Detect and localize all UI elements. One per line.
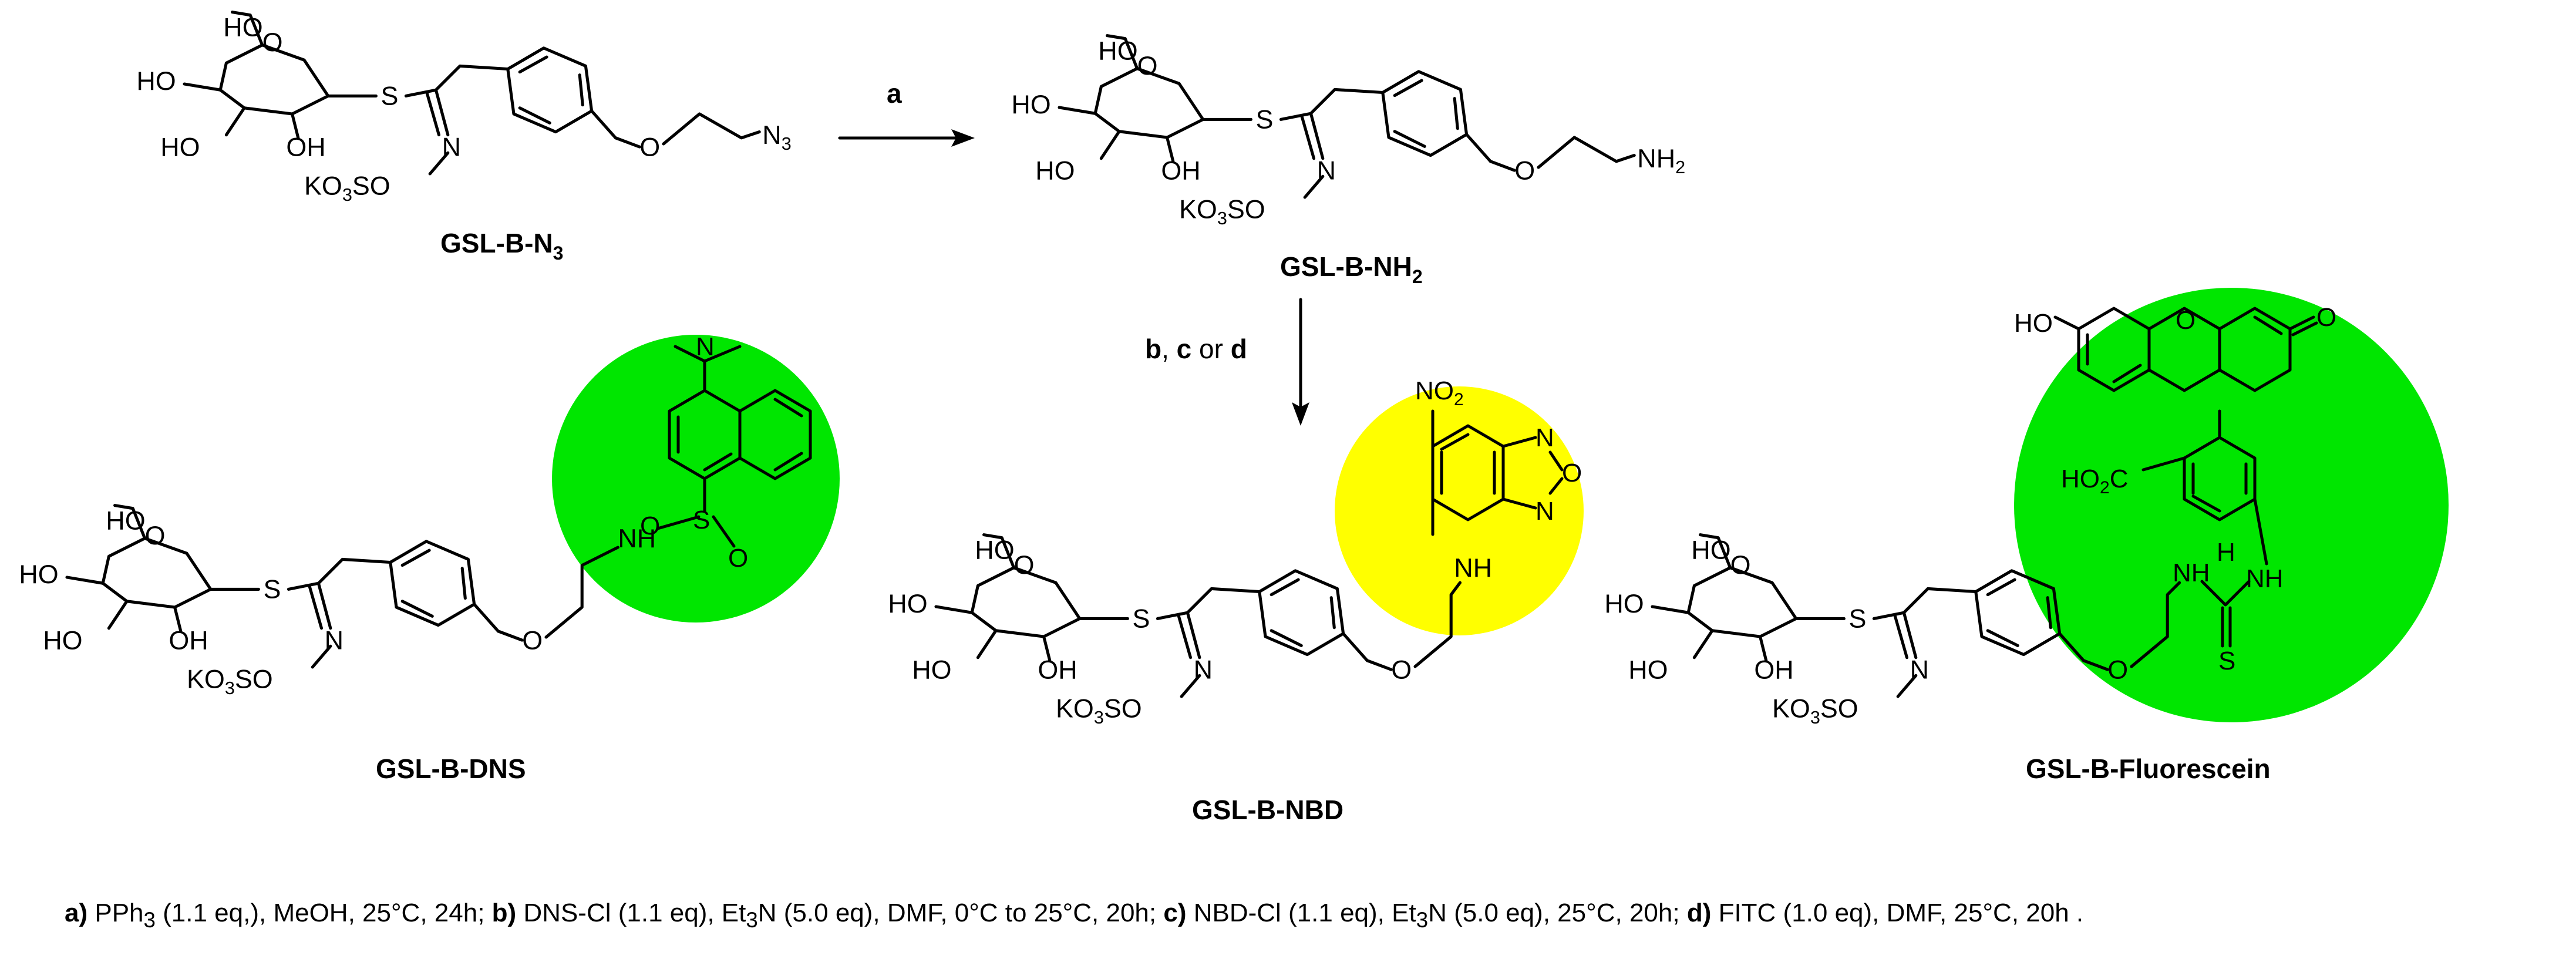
atom-o-ring: O: [1014, 550, 1035, 580]
atom-ko3so: KO3SO: [187, 664, 273, 698]
atom-ho-3: HO: [1035, 155, 1075, 185]
atom-ho-3: HO: [1628, 654, 1668, 684]
atom-o-ring: O: [1137, 51, 1158, 80]
label-gsl-b-dns: GSL-B-DNS: [376, 753, 526, 784]
atom-ho-1: HO: [975, 534, 1014, 564]
atom-n: N: [1317, 155, 1336, 185]
atom-no2: NO2: [1415, 376, 1464, 409]
atom-s: S: [264, 574, 281, 604]
atom-oh-1: OH: [169, 625, 208, 655]
atom-ko3so: KO3SO: [1179, 194, 1265, 228]
atom-s: S: [1256, 105, 1274, 134]
atom-ho-2: HO: [19, 559, 58, 589]
arrow-bcd-label: b, c or d: [1145, 334, 1247, 364]
compound-gsl-b-fluorescein: HO HO HO OH O S N KO3SO O: [1604, 534, 2181, 728]
atom-ho-3: HO: [43, 625, 82, 655]
atom-oh-1: OH: [286, 132, 325, 161]
atom-o-ether: O: [2107, 654, 2128, 684]
label-gsl-b-n3: GSL-B-N3: [440, 228, 563, 264]
atom-thiourea-s: S: [2218, 647, 2235, 675]
atom-ho-3: HO: [912, 654, 951, 684]
label-gsl-b-nbd: GSL-B-NBD: [1192, 795, 1343, 825]
atom-dimethyl-n: N: [696, 332, 715, 361]
condition-a: a) PPh3 (1.1 eq,), MeOH, 25°C, 24h;: [65, 899, 492, 932]
atom-ko3so: KO3SO: [1772, 694, 1858, 728]
atom-ko3so: KO3SO: [1056, 694, 1142, 728]
dansyl-group: S O O N: [640, 332, 812, 573]
atom-sulfonyl-o1: O: [640, 512, 660, 540]
atom-ho-1: HO: [106, 505, 145, 535]
atom-nh: NH: [1454, 553, 1492, 583]
atom-ho-1: HO: [1691, 534, 1730, 564]
condition-b: b) DNS-Cl (1.1 eq), Et3N (5.0 eq), DMF, …: [491, 899, 1164, 932]
compound-gsl-b-dns: HO HO HO OH O S N KO3SO O NH: [19, 505, 656, 698]
atom-ho2c: HO2C: [2061, 465, 2128, 497]
atom-o-ring: O: [1730, 550, 1751, 580]
atom-n: N: [1194, 654, 1213, 684]
nbd-highlight: [1335, 386, 1584, 635]
reaction-conditions: a) PPh3 (1.1 eq,), MeOH, 25°C, 24h; b) D…: [65, 899, 2083, 933]
atom-thiourea-h: H: [2217, 538, 2235, 567]
dns-highlight: [552, 335, 840, 622]
atom-ho-2: HO: [136, 66, 176, 96]
atom-ho-3: HO: [160, 132, 200, 161]
compound-gsl-b-n3: HO HO HO OH O S N KO3SO O N3: [136, 12, 792, 205]
atom-ho-2: HO: [1604, 588, 1644, 618]
atom-oh-1: OH: [1038, 654, 1077, 684]
label-gsl-b-nh2: GSL-B-NH2: [1280, 251, 1423, 287]
atom-xanthene-keto-o: O: [2316, 303, 2336, 332]
atom-o-ring: O: [145, 520, 166, 550]
atom-xanthene-ho: HO: [2014, 309, 2053, 338]
atom-nh: NH: [618, 523, 656, 553]
atom-n: N: [442, 132, 461, 161]
atom-nbd-n1: N: [1536, 423, 1554, 452]
atom-s: S: [381, 81, 399, 111]
atom-oh-1: OH: [1754, 654, 1793, 684]
atom-sulfonyl-o2: O: [728, 544, 748, 573]
atom-n: N: [325, 625, 344, 655]
atom-sulfonyl-s: S: [693, 506, 710, 534]
atom-ko3so: KO3SO: [304, 171, 390, 205]
atom-ho-1: HO: [223, 12, 262, 42]
atom-xanthene-o: O: [2176, 306, 2196, 335]
arrow-a-label: a: [887, 78, 902, 109]
atom-nh2: NH2: [1637, 143, 1685, 177]
atom-ho-1: HO: [1098, 35, 1137, 65]
compound-gsl-b-nbd: HO HO HO OH O S N KO3SO O NH: [888, 534, 1492, 728]
condition-c: c) NBD-Cl (1.1 eq), Et3N (5.0 eq), 25°C,…: [1163, 899, 1687, 932]
atom-s: S: [1849, 604, 1867, 634]
atom-n: N: [1910, 654, 1929, 684]
atom-s: S: [1133, 604, 1150, 634]
atom-ho-2: HO: [888, 588, 927, 618]
condition-d: d) FITC (1.0 eq), DMF, 25°C, 20h .: [1686, 899, 2084, 927]
atom-o-ring: O: [262, 27, 283, 57]
atom-ho-2: HO: [1011, 89, 1050, 119]
atom-thiourea-nh2: NH: [2246, 564, 2284, 593]
atom-o-ether: O: [522, 625, 543, 655]
atom-nbd-o: O: [1562, 459, 1582, 487]
compound-gsl-b-nh2: HO HO HO OH O S N KO3SO O NH2: [1011, 35, 1685, 228]
atom-oh-1: OH: [1161, 155, 1200, 185]
fluorescein-highlight: [2014, 288, 2449, 722]
atom-o-ether: O: [639, 132, 660, 161]
atom-o-ether: O: [1391, 654, 1412, 684]
label-gsl-b-fluorescein: GSL-B-Fluorescein: [2026, 753, 2271, 784]
atom-n3: N3: [762, 120, 791, 154]
fitc-group: NH H NH S HO2C HO O O: [2014, 303, 2336, 675]
atom-o-ether: O: [1514, 155, 1535, 185]
atom-nbd-n2: N: [1536, 497, 1554, 526]
nbd-group: NO2 N O N: [1415, 376, 1582, 536]
atom-thiourea-nh1: NH: [2173, 558, 2210, 587]
